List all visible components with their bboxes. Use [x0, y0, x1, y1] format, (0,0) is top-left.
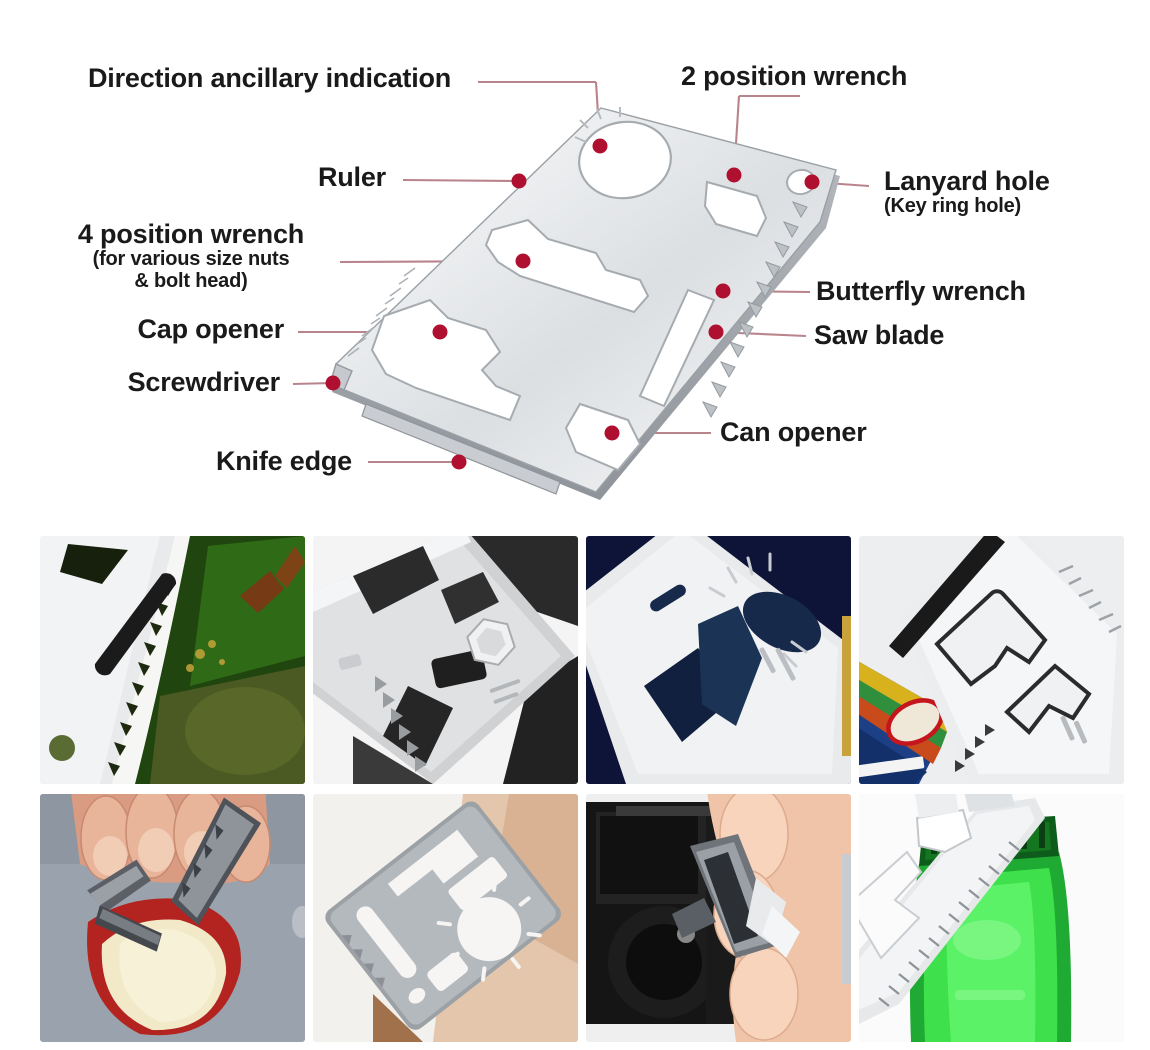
callout-label: Butterfly wrench: [816, 276, 1026, 306]
marker-four-position-wrench: [515, 253, 531, 269]
photo-image: [586, 794, 851, 1042]
photo-image: [313, 794, 578, 1042]
callout-knife-edge: Knife edge: [168, 446, 352, 476]
photo-screwdriver-in-use: [586, 794, 851, 1042]
knife-edge-bevel: [361, 403, 561, 495]
marker-knife-edge: [451, 454, 467, 470]
callout-markers: [325, 138, 820, 470]
photo-image: [859, 794, 1124, 1042]
callout-sublabel: (for various size nuts: [92, 248, 290, 271]
callout-label: Ruler: [317, 162, 386, 192]
callout-can-opener: Can opener: [720, 417, 867, 447]
callout-label: Screwdriver: [127, 367, 281, 397]
marker-cap-opener: [432, 324, 448, 340]
callout-butterfly-wrench: Butterfly wrench: [816, 276, 1026, 306]
callout-label: Can opener: [720, 417, 867, 447]
marker-ruler: [511, 173, 527, 189]
callout-two-position-wrench: 2 position wrench: [681, 61, 908, 91]
multitool-card-illustration: [329, 107, 840, 500]
callout-label: Lanyard hole: [884, 166, 1050, 196]
diagram-illustration: [292, 80, 870, 500]
photo-image: [40, 794, 305, 1042]
photo-wrench-on-bolt: [313, 536, 578, 784]
can-opener-notch: [564, 402, 642, 472]
photo-cap-opener-bottle: [859, 794, 1124, 1042]
ruler-markings: [347, 267, 416, 357]
direction-dial-ticks: [574, 107, 621, 143]
four-position-wrench-slot: [484, 218, 650, 314]
photo-peeling-apple: [40, 794, 305, 1042]
callout-direction-ancillary-indication: Direction ancillary indication: [88, 63, 452, 93]
callout-label: 2 position wrench: [681, 61, 908, 91]
callout-label: Knife edge: [215, 446, 352, 476]
marker-can-opener: [604, 425, 620, 441]
photo-image: [859, 536, 1124, 784]
callout-sublabel: (Key ring hole): [884, 195, 1022, 218]
marker-saw-blade: [708, 324, 724, 340]
callout-ruler: Ruler: [206, 162, 386, 192]
callout-four-position-wrench: 4 position wrench (for various size nuts…: [50, 219, 332, 292]
callout-cap-opener: Cap opener: [96, 314, 284, 344]
marker-direction-ancillary-indication: [592, 138, 608, 154]
marker-screwdriver: [325, 375, 341, 391]
marker-lanyard-hole: [804, 174, 820, 190]
product-diagram: Direction ancillary indication 2 positio…: [0, 0, 1150, 520]
photo-image: [40, 536, 305, 784]
callout-label: Saw blade: [814, 320, 945, 350]
callout-screwdriver: Screwdriver: [80, 367, 281, 397]
two-position-wrench-slot: [703, 180, 768, 238]
photo-can-opener-on-can: [859, 536, 1124, 784]
callout-label: Cap opener: [137, 314, 284, 344]
cap-opener-slot: [370, 298, 522, 422]
callout-label: Direction ancillary indication: [88, 63, 452, 93]
callout-lanyard-hole: Lanyard hole (Key ring hole): [884, 166, 1050, 218]
callout-sublabel-2: & bolt head): [134, 269, 248, 292]
callout-label: 4 position wrench: [77, 219, 305, 249]
photo-image: [313, 536, 578, 784]
marker-butterfly-wrench: [715, 283, 731, 299]
photo-full-card-diagonal: [313, 794, 578, 1042]
saw-blade-teeth: [701, 201, 808, 419]
butterfly-wrench-slot: [638, 288, 716, 408]
callout-saw-blade: Saw blade: [814, 320, 945, 350]
marker-two-position-wrench: [726, 167, 742, 183]
photo-image: [586, 536, 851, 784]
usage-photo-grid: [40, 536, 1145, 1050]
photo-saw-cutting-branch: [40, 536, 305, 784]
photo-card-closeup-blue: [586, 536, 851, 784]
